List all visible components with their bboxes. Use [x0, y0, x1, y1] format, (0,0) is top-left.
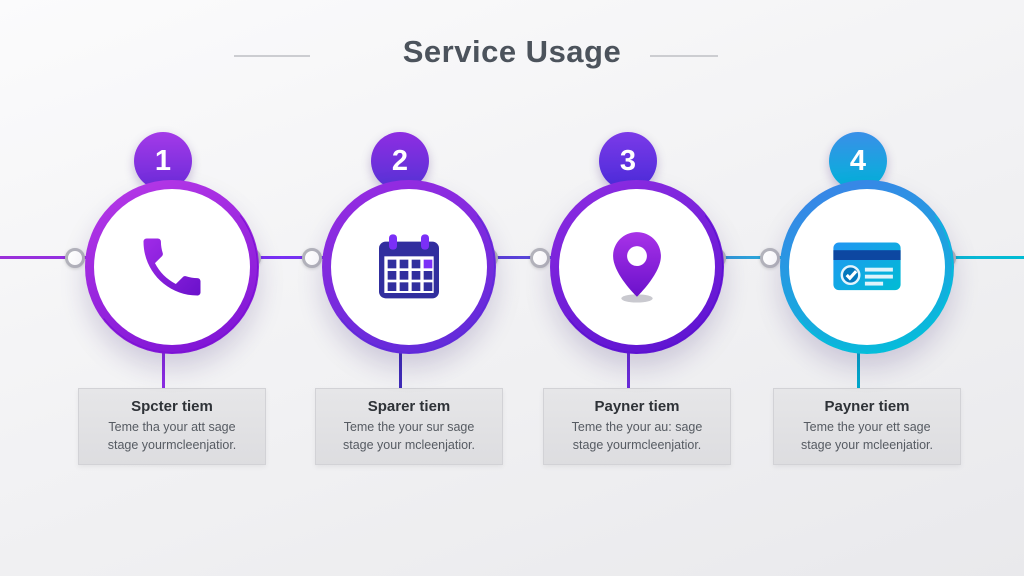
step-description: Teme the your sur sage stage your mcleen…: [324, 419, 494, 454]
step-description-box: Sparer tiem Teme the your sur sage stage…: [315, 388, 503, 465]
description-line: Teme tha your att sage: [108, 420, 236, 434]
credit-card-icon: [833, 242, 901, 291]
step-circle: [780, 180, 954, 354]
step-circle: [322, 180, 496, 354]
location-pin-icon: [613, 232, 661, 303]
title-divider-left: [234, 55, 310, 57]
step-heading: Spcter tiem: [131, 398, 213, 415]
description-line: Teme the your ett sage: [803, 420, 931, 434]
page-title: Service Usage: [402, 34, 622, 69]
timeline-dot: [530, 248, 550, 268]
step-number: 3: [619, 144, 637, 177]
timeline-dot: [302, 248, 322, 268]
description-line: stage your mcleenjatior.: [800, 437, 933, 452]
description-line: Teme the your au: sage: [571, 420, 703, 434]
description-line: stage your mcleenjatior.: [342, 437, 475, 452]
step-heading: Payner tiem: [824, 398, 910, 415]
timeline-line: [0, 256, 1024, 259]
step-description-box: Payner tiem Teme the your ett sage stage…: [773, 388, 961, 465]
step-heading: Payner tiem: [594, 398, 680, 415]
description-line: stage yourmcleenjatior.: [572, 437, 702, 452]
step-description-box: Spcter tiem Teme tha your att sage stage…: [78, 388, 266, 465]
description-line: stage yourmcleenjatior.: [107, 437, 237, 452]
title-divider-right: [650, 55, 718, 57]
step-heading: Sparer tiem: [367, 398, 451, 415]
step-description-box: Payner tiem Teme the your au: sage stage…: [543, 388, 731, 465]
step-circle: [550, 180, 724, 354]
connector-line: [627, 337, 630, 389]
step-description: Teme the your ett sage stage your mcleen…: [782, 419, 952, 454]
step-number: 2: [391, 144, 409, 177]
step-number: 4: [849, 144, 867, 177]
timeline-dot: [760, 248, 780, 268]
step-description: Teme tha your att sage stage yourmcleenj…: [87, 419, 257, 454]
connector-line: [857, 337, 860, 389]
step-description: Teme the your au: sage stage yourmcleenj…: [552, 419, 722, 454]
phone-icon: [143, 238, 201, 296]
connector-line: [399, 337, 402, 389]
step-number: 1: [154, 144, 172, 177]
connector-line: [162, 337, 165, 389]
calendar-icon: [379, 234, 439, 299]
description-line: Teme the your sur sage: [343, 420, 475, 434]
step-circle: [85, 180, 259, 354]
timeline-dot: [65, 248, 85, 268]
